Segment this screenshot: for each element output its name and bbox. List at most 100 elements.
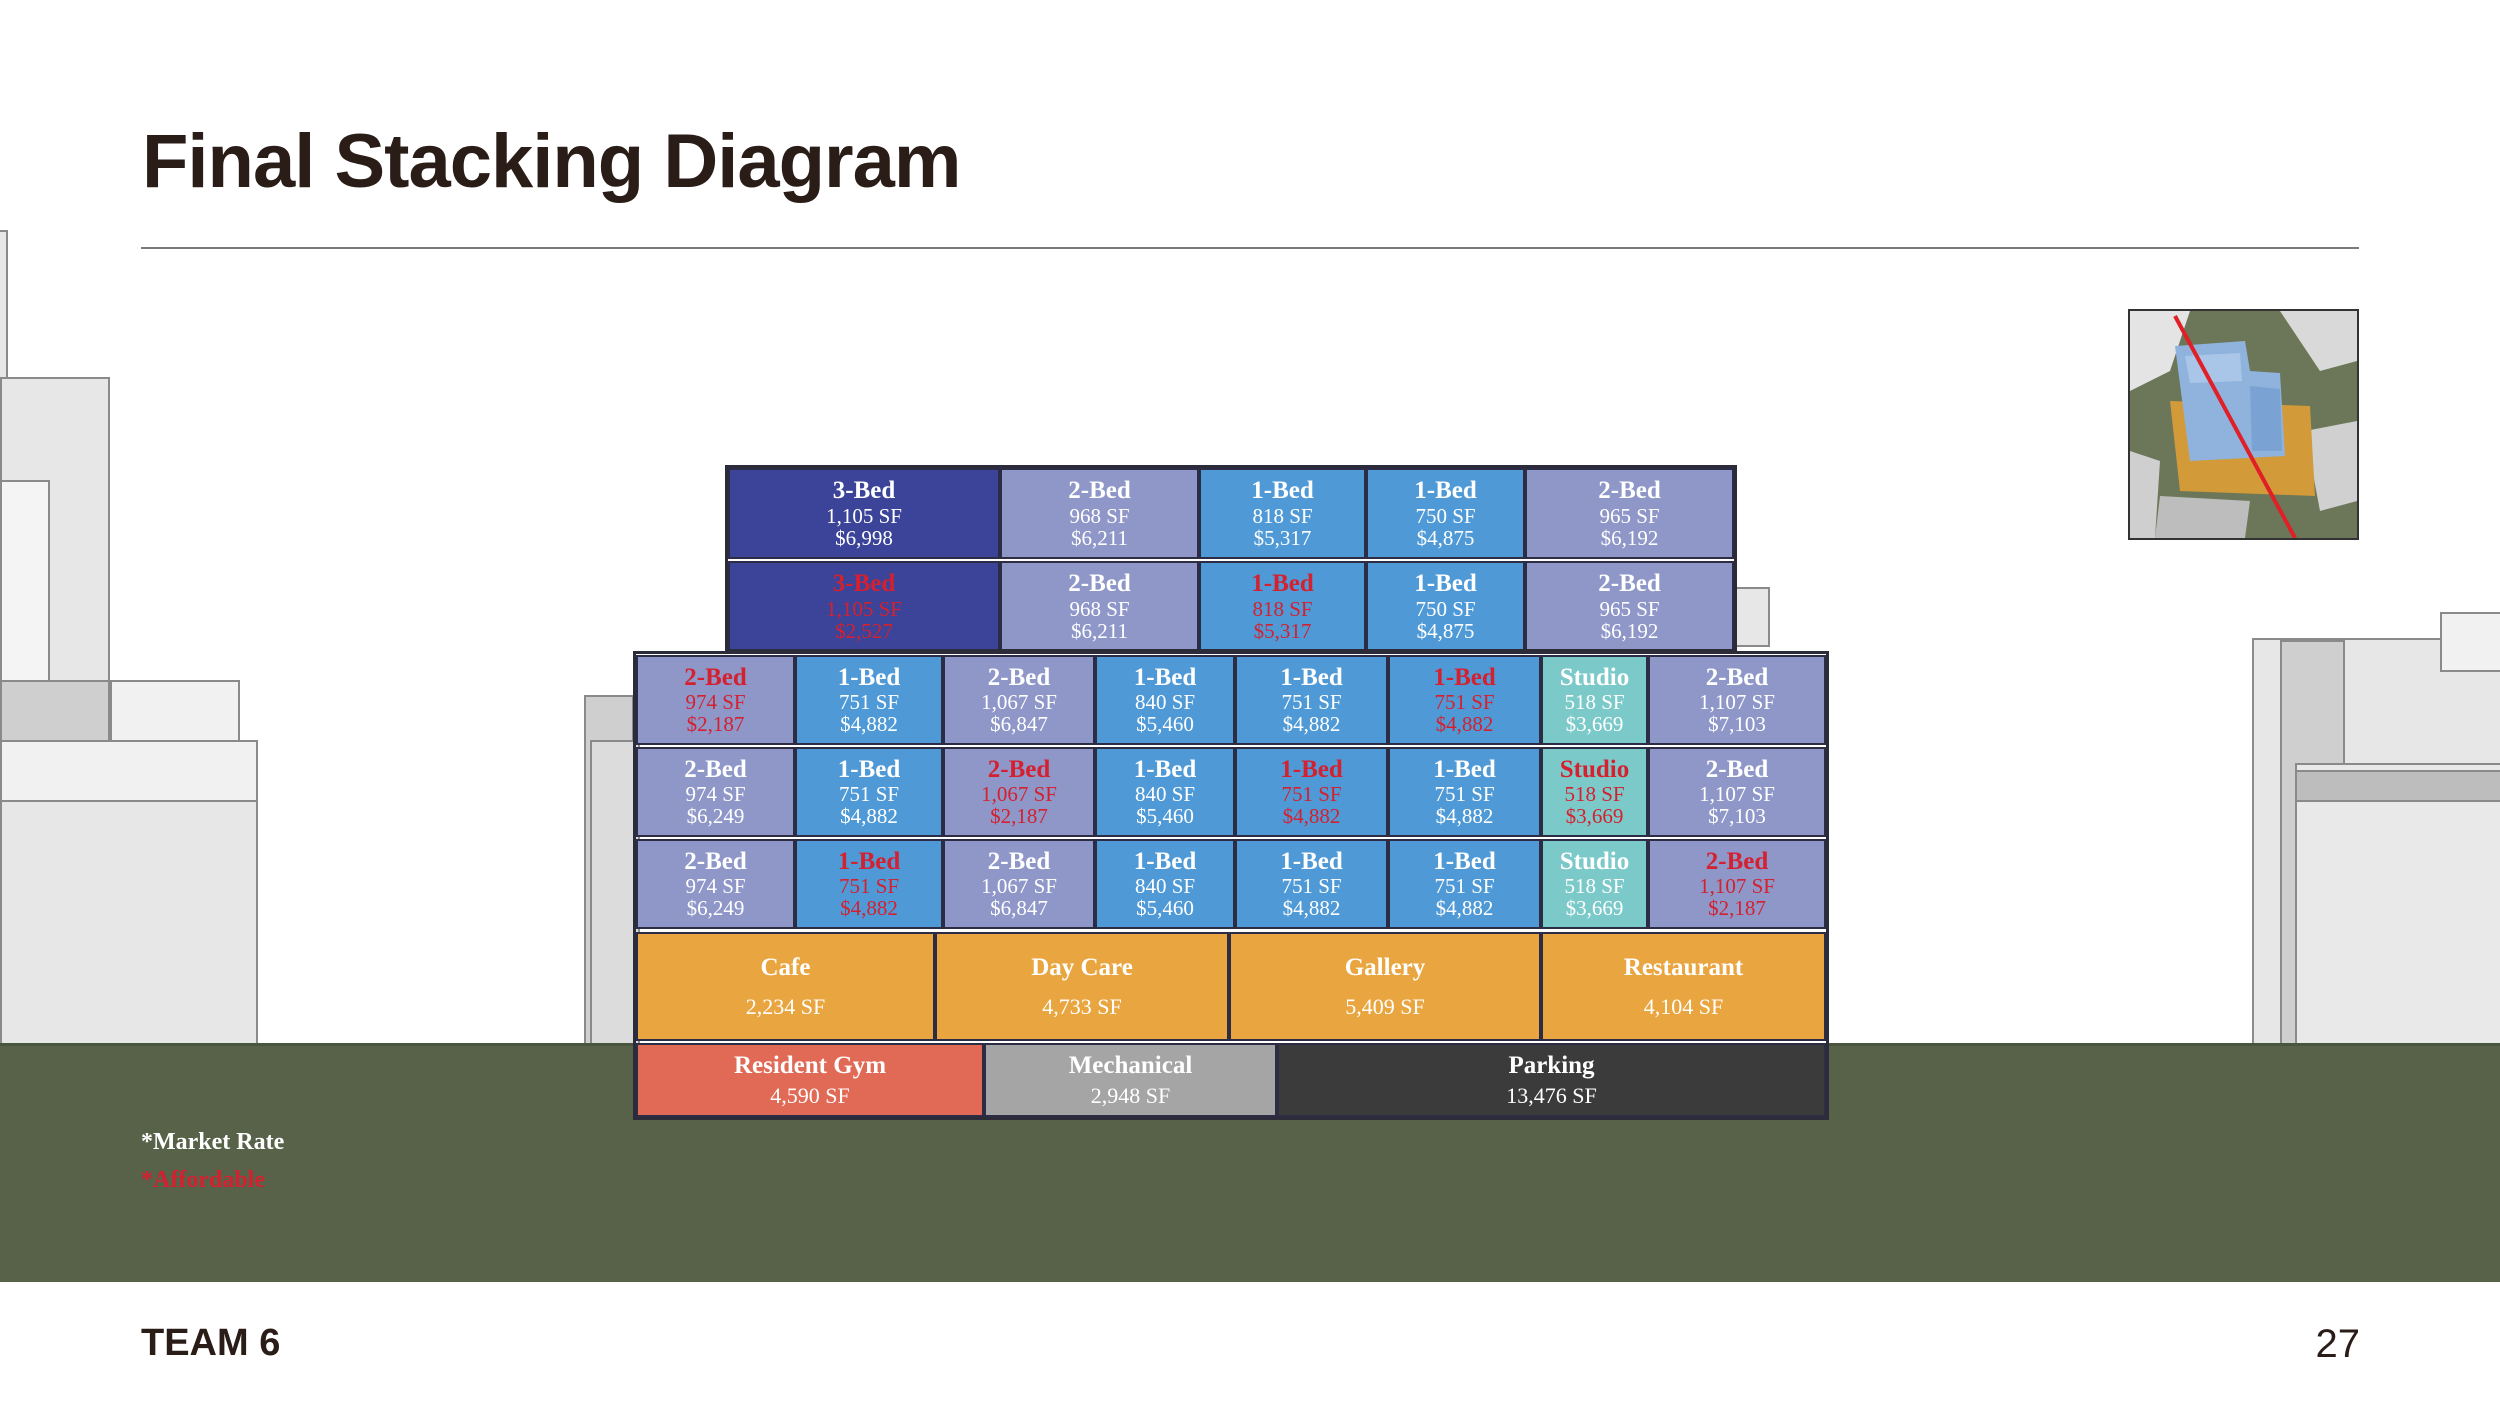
amenity-name: Day Care [1031, 953, 1133, 981]
unit-rent: $3,669 [1565, 896, 1624, 921]
unit-area: 818 SF [1252, 596, 1313, 621]
unit-area: 818 SF [1252, 503, 1313, 528]
unit-area: 974 SF [685, 874, 746, 899]
amenity-area: 2,234 SF [745, 994, 826, 1020]
unit-rent: $2,187 [1708, 896, 1766, 921]
amenity-area: 5,409 SF [1345, 994, 1425, 1020]
unit-rent: $7,103 [1708, 712, 1766, 737]
unit-type: 1-Bed [1433, 663, 1496, 691]
unit-rent: $4,882 [840, 896, 898, 921]
amenity-area: 4,590 SF [770, 1082, 850, 1108]
unit-area: 1,067 SF [981, 874, 1057, 899]
unit-area: 974 SF [685, 782, 746, 807]
amenity-block: Cafe 2,234 SF [636, 932, 935, 1041]
unit-rent: $4,875 [1416, 525, 1475, 550]
unit-type: 2-Bed [684, 663, 747, 691]
unit-type: 2-Bed [684, 847, 747, 875]
unit-type: 2-Bed [684, 755, 747, 783]
unit-type: 1-Bed [1251, 477, 1314, 505]
unit-type: 2-Bed [1598, 570, 1661, 598]
amenity-area: 2,948 SF [1090, 1082, 1171, 1108]
unit-area: 1,067 SF [981, 782, 1057, 807]
unit-type: 2-Bed [1068, 477, 1131, 505]
unit-type: 1-Bed [1280, 663, 1343, 691]
title-divider [141, 247, 2359, 249]
unit-type: 1-Bed [1133, 847, 1197, 875]
page-title: Final Stacking Diagram [142, 119, 961, 204]
unit-type: 2-Bed [1705, 663, 1769, 691]
unit-type: 3-Bed [832, 477, 896, 505]
unit-rent: $6,998 [835, 525, 893, 550]
unit-area: 1,107 SF [1699, 782, 1775, 807]
unit-area: 965 SF [1599, 503, 1660, 528]
unit-rent: $3,669 [1565, 712, 1624, 737]
amenity-name: Gallery [1344, 953, 1426, 981]
unit-area: 518 SF [1564, 690, 1625, 715]
unit-area: 751 SF [1434, 690, 1495, 715]
unit-area: 751 SF [1281, 782, 1342, 807]
unit-area: 968 SF [1069, 503, 1130, 528]
unit-type: 1-Bed [837, 755, 901, 783]
amenity-area: 13,476 SF [1506, 1082, 1597, 1108]
unit-type: 2-Bed [987, 755, 1051, 783]
unit-area: 750 SF [1415, 503, 1476, 528]
legend-affordable: *Affordable [141, 1167, 265, 1193]
unit-type: 2-Bed [987, 847, 1051, 875]
unit-type: 1-Bed [1433, 755, 1496, 783]
unit-area: 518 SF [1564, 782, 1625, 807]
unit-rent: $2,187 [990, 804, 1048, 829]
unit-type: 2-Bed [1068, 570, 1131, 598]
amenity-name: Mechanical [1068, 1052, 1193, 1080]
unit-area: 518 SF [1564, 874, 1625, 899]
unit-rent: $4,882 [1435, 804, 1494, 829]
unit-rent: $5,317 [1253, 525, 1312, 550]
unit-type: 1-Bed [1433, 847, 1496, 875]
amenity-name: Restaurant [1623, 953, 1744, 981]
unit-rent: $4,882 [1282, 712, 1341, 737]
unit-rent: $4,882 [1282, 896, 1341, 921]
unit-area: 840 SF [1134, 782, 1196, 807]
unit-type: 1-Bed [1251, 570, 1314, 598]
unit-area: 1,105 SF [826, 596, 902, 621]
amenity-name: Parking [1508, 1052, 1595, 1080]
unit-area: 974 SF [685, 690, 746, 715]
unit-rent: $2,527 [835, 618, 893, 643]
unit-type: 2-Bed [1598, 477, 1661, 505]
unit-area: 751 SF [838, 782, 900, 807]
legend-market-rate: *Market Rate [141, 1129, 285, 1155]
unit-rent: $5,460 [1136, 804, 1194, 829]
unit-type: 1-Bed [1133, 663, 1197, 691]
unit-area: 1,105 SF [826, 503, 902, 528]
unit-rent: $4,882 [840, 712, 898, 737]
unit-area: 751 SF [1434, 782, 1495, 807]
unit-rent: $6,249 [686, 896, 745, 921]
unit-type: 2-Bed [1705, 755, 1769, 783]
unit-area: 751 SF [838, 874, 900, 899]
amenity-name: Cafe [760, 953, 811, 981]
amenity-block: Gallery 5,409 SF [1229, 932, 1541, 1041]
unit-rent: $6,847 [990, 896, 1048, 921]
